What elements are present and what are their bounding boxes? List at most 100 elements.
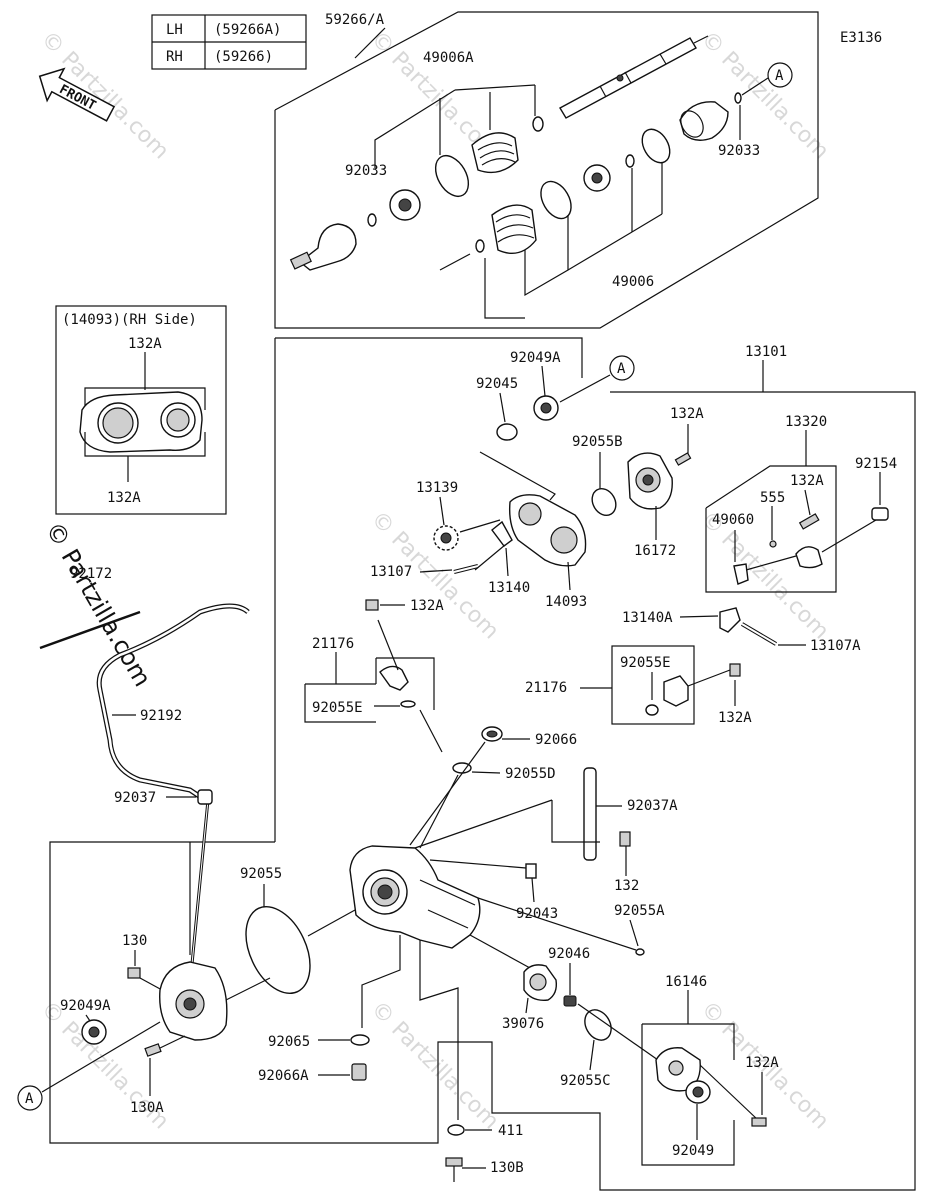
- bolt-130a: [144, 1043, 162, 1057]
- bolt-132a-3: [365, 599, 379, 611]
- label-59266a: 59266/A: [325, 12, 385, 28]
- label-49006: 49006: [612, 274, 654, 290]
- label-39076: 39076: [502, 1016, 544, 1032]
- label-14093: 14093: [545, 594, 587, 610]
- ref-marker-a: [767, 62, 793, 88]
- label-92045: 92045: [476, 376, 518, 392]
- pin-13107a: [740, 622, 778, 646]
- oring-92055e-left: [400, 700, 416, 708]
- label-92055b: 92055B: [572, 434, 623, 450]
- sensor-21176-left: 21176 92055E: [304, 619, 443, 753]
- bolt-132: [619, 831, 631, 847]
- cover-front: [159, 961, 228, 1041]
- label-16172: 16172: [634, 543, 676, 559]
- label-13320: 13320: [785, 414, 827, 430]
- label-92055c: 92055C: [560, 1073, 611, 1089]
- label-132: 132: [614, 878, 639, 894]
- bearing-cage-right: [583, 164, 611, 192]
- cv-joint-outer-left: [289, 223, 357, 271]
- label-13139: 13139: [416, 480, 458, 496]
- washer-92065: [350, 1034, 370, 1046]
- bolt-130: [127, 967, 141, 979]
- side-table-part-lh: (59266A): [214, 22, 281, 38]
- drive-shaft-assembly: 59266/A 49006 A: [274, 11, 819, 329]
- cover-14093: [508, 494, 587, 567]
- oil-seal-92049a-left: [81, 1019, 107, 1045]
- shift-fork-13140a: [719, 607, 741, 633]
- oring-92055c: [584, 1009, 612, 1041]
- plug-92154: [871, 507, 889, 521]
- inset-bottom-label: 132A: [107, 490, 141, 506]
- axle-shaft: [559, 35, 709, 119]
- label-92055e-left: 92055E: [312, 700, 363, 716]
- label-13107a: 13107A: [810, 638, 861, 654]
- watermark-layer: © Partzilla.com © Partzilla.com © Partzi…: [36, 27, 834, 1135]
- ref-marker-a-3-label: A: [25, 1091, 34, 1107]
- side-table-side-lh: LH: [166, 22, 183, 38]
- label-92046: 92046: [548, 946, 590, 962]
- oring-92055b: [591, 487, 617, 517]
- watermark: © Partzilla.com: [696, 27, 834, 165]
- label-132a-3: 132A: [410, 598, 444, 614]
- washer-411: [447, 1124, 465, 1136]
- circlip-right: [625, 154, 635, 168]
- diagram-code: E3136: [840, 30, 882, 46]
- housing-16146: 16146 92049: [641, 974, 759, 1166]
- partzilla-watermark: © Partzilla.com: [40, 517, 157, 691]
- label-92055a: 92055A: [614, 903, 665, 919]
- label-132a-2: 132A: [790, 473, 824, 489]
- side-table-side-rh: RH: [166, 49, 183, 65]
- circlip-a: [734, 92, 742, 104]
- label-92055: 92055: [240, 866, 282, 882]
- label-92043: 92043: [516, 906, 558, 922]
- clamp-92037: [197, 789, 213, 805]
- oring-92055e-right: [645, 704, 659, 716]
- bolt-132a-1: [674, 452, 692, 466]
- gear-13139: [433, 525, 459, 551]
- label-130: 130: [122, 933, 147, 949]
- label-92055d: 92055D: [505, 766, 556, 782]
- label-555: 555: [760, 490, 785, 506]
- bearing-cage-left: [389, 189, 421, 221]
- label-132a-1: 132A: [670, 406, 704, 422]
- clutch-39076: [523, 964, 558, 1001]
- ref-marker-a-2: [609, 355, 635, 381]
- oring-92055: [245, 905, 311, 995]
- band-lower: [540, 180, 572, 220]
- shift-assembly-13320: 13320 132A 555 49060: [705, 414, 877, 593]
- ref-marker-a-label: A: [775, 68, 784, 84]
- side-table: LH (59266A) RH (59266): [151, 14, 307, 70]
- label-92049: 92049: [672, 1143, 714, 1159]
- circlip-left: [367, 213, 377, 227]
- label-49060: 49060: [712, 512, 754, 528]
- label-13140: 13140: [488, 580, 530, 596]
- spring-92046: [563, 995, 577, 1007]
- plug-92066a: [351, 1063, 367, 1081]
- oring-92045: [496, 423, 518, 441]
- circlip-lower: [475, 239, 485, 253]
- label-92066a: 92066A: [258, 1068, 309, 1084]
- watermark: © Partzilla.com: [36, 27, 174, 165]
- bracket-92037a: [583, 767, 597, 861]
- label-92192: 92192: [140, 708, 182, 724]
- pin-92043: [525, 863, 537, 879]
- label-132a-5: 132A: [745, 1055, 779, 1071]
- label-92037: 92037: [114, 790, 156, 806]
- circlip-ring: [532, 116, 544, 132]
- label-13140a: 13140A: [622, 610, 673, 626]
- band-ring: [434, 155, 470, 197]
- label-92049a-left: 92049A: [60, 998, 111, 1014]
- shift-fork-13140: [491, 520, 513, 547]
- cv-joint-outer-right: [679, 101, 729, 141]
- bolt-132a-5: [751, 1117, 767, 1127]
- label-21176-left: 21176: [312, 636, 354, 652]
- label-92037a: 92037A: [627, 798, 678, 814]
- label-16146: 16146: [665, 974, 707, 990]
- label-92066: 92066: [535, 732, 577, 748]
- inset-top-label: 132A: [128, 336, 162, 352]
- label-13101: 13101: [745, 344, 787, 360]
- boot-49006: [491, 204, 537, 254]
- label-411: 411: [498, 1123, 523, 1139]
- band-right: [641, 128, 671, 164]
- label-92049a-top: 92049A: [510, 350, 561, 366]
